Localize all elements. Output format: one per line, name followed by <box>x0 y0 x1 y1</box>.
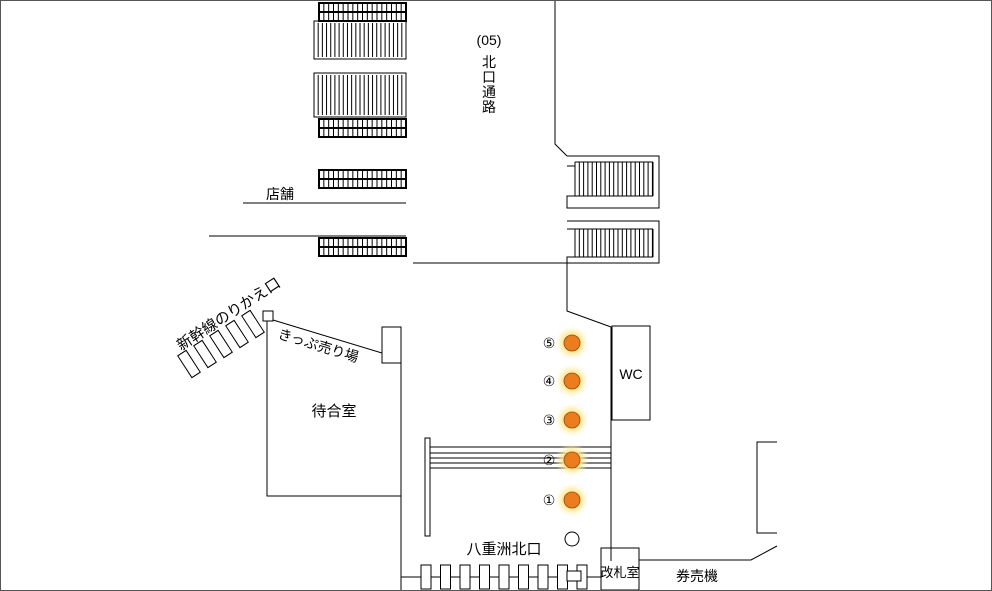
stair-middle <box>313 72 407 118</box>
walls <box>209 1 778 590</box>
platform-spots: ⑤ ④ ③ ② ① <box>543 326 589 517</box>
ticket-gates <box>401 564 601 590</box>
transfer-gate <box>241 309 265 339</box>
ticket-gate <box>440 564 451 590</box>
spot-4: ④ <box>543 364 589 398</box>
ticket-gate <box>479 564 490 590</box>
ticket-gate <box>459 564 471 590</box>
stair-right-upper <box>566 155 660 209</box>
spot-dot <box>563 334 581 352</box>
transfer-gate <box>225 319 249 349</box>
restroom-label: WC <box>619 366 642 382</box>
escalator-middle <box>318 118 407 138</box>
transfer-gate <box>177 349 201 379</box>
stair-upper <box>313 20 407 60</box>
exit-code-label: (05) <box>477 32 502 48</box>
ticket-counter-label: きっぷ売り場 <box>276 326 360 366</box>
spot-number: ① <box>543 493 556 509</box>
ticket-gate <box>498 564 510 590</box>
escalator-shop <box>318 169 407 189</box>
ticket-gate-small <box>566 570 582 582</box>
spot-1: ① <box>543 483 589 517</box>
waiting-room-label: 待合室 <box>311 403 356 420</box>
spot-number: ⑤ <box>543 336 556 352</box>
north-exit-label: 八重洲北口 <box>466 541 541 558</box>
transfer-gate <box>209 329 233 359</box>
spot-2: ② <box>543 443 589 477</box>
escalator-lower <box>318 237 407 257</box>
station-office-label: 改札室 <box>600 565 639 580</box>
ticket-machines-label: 券売機 <box>676 568 718 584</box>
ticket-gate <box>537 564 549 590</box>
stair-right-lower <box>566 220 660 264</box>
stairs-top-left <box>313 2 407 257</box>
spot-number: ④ <box>543 374 556 390</box>
ticket-gate <box>557 564 568 590</box>
spot-number: ③ <box>543 413 556 429</box>
empty-spot-marker <box>564 531 580 547</box>
spot-5: ⑤ <box>543 326 589 360</box>
escalator-top <box>318 2 407 22</box>
spot-dot <box>563 451 581 469</box>
stairs-right <box>566 155 660 264</box>
ticket-gate <box>518 564 529 590</box>
ticket-gate <box>420 564 432 590</box>
spot-3: ③ <box>543 403 589 437</box>
corridor-name-label: 北口通路 <box>482 54 496 115</box>
spot-number: ② <box>543 453 556 469</box>
spot-dot <box>563 491 581 509</box>
spot-dot <box>563 411 581 429</box>
shinkansen-gates <box>177 309 265 379</box>
shop-label: 店舗 <box>266 186 294 202</box>
transfer-gate <box>193 339 217 369</box>
spot-dot <box>563 372 581 390</box>
